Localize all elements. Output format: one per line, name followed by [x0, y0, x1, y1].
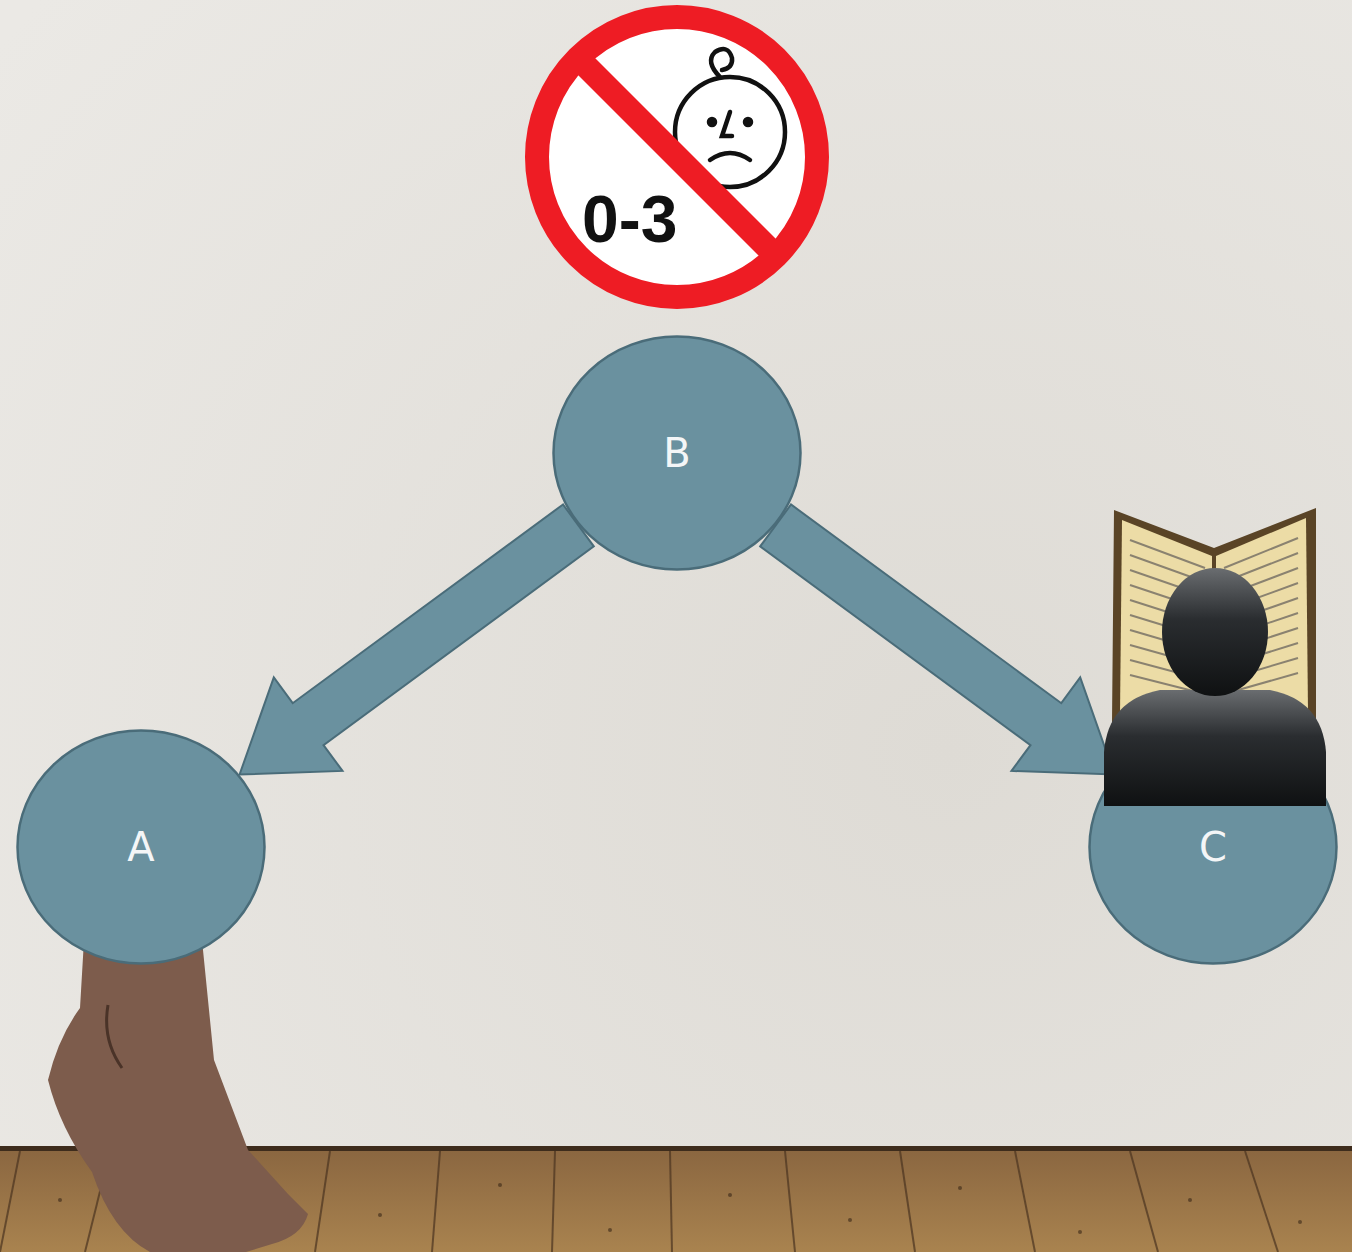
age-label: 0-3	[582, 186, 677, 252]
node-label: C	[1199, 824, 1227, 870]
node-label: B	[663, 430, 690, 476]
block-arrow	[240, 505, 594, 775]
circle-node: B	[552, 335, 802, 571]
no-baby-sign	[537, 17, 817, 297]
circle-node: C	[1088, 729, 1338, 965]
foot-illustration	[48, 940, 308, 1252]
open-book	[1112, 508, 1316, 740]
person-silhouette	[1104, 568, 1326, 806]
block-arrow	[760, 505, 1114, 775]
circle-node: A	[16, 729, 266, 965]
node-label: A	[127, 824, 154, 870]
